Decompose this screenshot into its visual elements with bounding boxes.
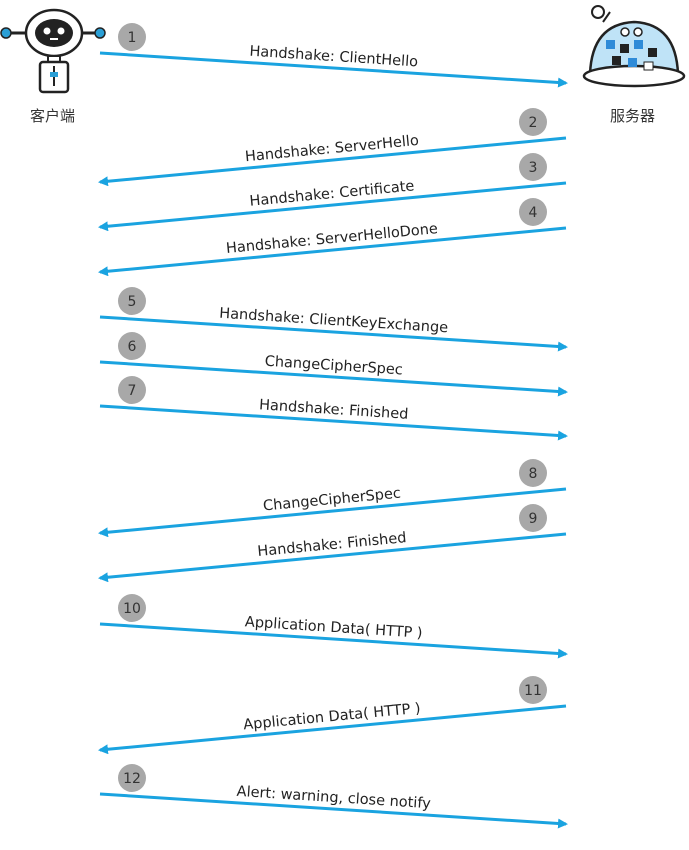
message-arrow-4	[98, 226, 567, 277]
step-number-12: 12	[123, 771, 141, 787]
step-badge-9	[519, 504, 547, 532]
step-badge-7	[118, 376, 146, 404]
message-arrow-5	[99, 315, 568, 352]
message-arrow-12	[99, 792, 568, 829]
step-number-2: 2	[529, 115, 538, 131]
message-arrow-2	[98, 136, 567, 187]
step-badge-11	[519, 676, 547, 704]
message-arrow-9	[98, 532, 567, 583]
step-badge-12	[118, 764, 146, 792]
step-badge-10	[118, 594, 146, 622]
message-arrow-3	[98, 181, 567, 232]
step-badge-1	[118, 23, 146, 51]
step-number-11: 11	[524, 683, 542, 699]
message-label-4: Handshake: ServerHelloDone	[225, 221, 438, 257]
message-arrow-8	[98, 487, 567, 538]
step-badge-4	[519, 198, 547, 226]
message-arrow-1	[99, 51, 568, 88]
step-number-9: 9	[529, 511, 538, 527]
message-arrow-6	[99, 360, 568, 397]
step-number-10: 10	[123, 601, 141, 617]
step-number-1: 1	[128, 30, 137, 46]
server-label: 服务器	[610, 107, 656, 125]
step-number-3: 3	[529, 160, 538, 176]
step-badge-5	[118, 287, 146, 315]
step-badge-8	[519, 459, 547, 487]
message-arrow-10	[99, 622, 568, 659]
message-arrow-11	[98, 704, 567, 755]
client-label: 客户端	[30, 107, 76, 125]
step-badge-2	[519, 108, 547, 136]
step-badge-3	[519, 153, 547, 181]
step-badge-6	[118, 332, 146, 360]
server-icon	[582, 5, 686, 88]
step-number-6: 6	[128, 339, 137, 355]
step-number-7: 7	[128, 383, 137, 399]
client-robot-icon	[0, 8, 106, 94]
step-number-4: 4	[529, 205, 538, 221]
message-label-1: Handshake: ClientHello	[249, 44, 419, 71]
step-number-8: 8	[529, 466, 538, 482]
step-number-5: 5	[128, 294, 137, 310]
message-arrow-7	[99, 404, 568, 441]
